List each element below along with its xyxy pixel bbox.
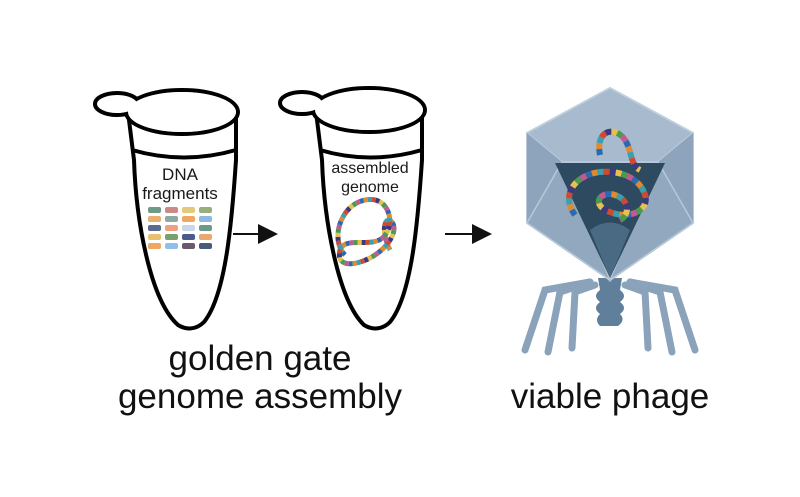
- genome-segment: [566, 128, 649, 223]
- caption-viable-phage: viable phage: [490, 378, 730, 416]
- caption-left-line1: golden gate: [168, 339, 352, 378]
- dna-fragment: [165, 234, 178, 240]
- tube-cap-band: [131, 148, 237, 160]
- tube-body: [126, 111, 238, 331]
- caption-right: viable phage: [510, 377, 710, 416]
- tube2-label-line2: genome: [341, 179, 399, 196]
- tube1-label-line2: fragments: [142, 184, 218, 203]
- dna-fragment: [148, 234, 161, 240]
- genome-segment: [566, 128, 649, 223]
- dna-fragment: [148, 216, 161, 222]
- genome-segment: [566, 128, 649, 223]
- caption-golden-gate: golden gate genome assembly: [100, 340, 420, 416]
- tube-dna-fragments: DNA fragments: [93, 88, 240, 331]
- dna-fragment: [148, 243, 161, 249]
- dna-fragment: [148, 225, 161, 231]
- dna-fragments-grid: [148, 207, 212, 249]
- phage-genome: [566, 128, 649, 223]
- dna-fragment: [182, 225, 195, 231]
- dna-fragment: [199, 207, 212, 213]
- dna-fragment: [182, 243, 195, 249]
- dna-fragment: [182, 234, 195, 240]
- dna-fragment: [199, 243, 212, 249]
- dna-fragment: [165, 243, 178, 249]
- tube-cap-band: [319, 148, 423, 160]
- phage-tail: [596, 278, 624, 326]
- assembled-genome-loop: [335, 197, 397, 267]
- dna-fragment: [199, 216, 212, 222]
- genome-segment: [566, 128, 649, 223]
- dna-fragment: [182, 216, 195, 222]
- phage-capsid-window: [555, 163, 665, 278]
- tube-body: [314, 111, 424, 331]
- dna-fragment: [182, 207, 195, 213]
- dna-fragment: [165, 225, 178, 231]
- dna-fragment: [148, 207, 161, 213]
- tube2-label-line1: assembled: [331, 160, 408, 177]
- tube1-label-line1: DNA: [162, 165, 199, 184]
- dna-fragment: [199, 234, 212, 240]
- dna-fragment: [165, 207, 178, 213]
- phage-illustration: [521, 86, 699, 356]
- dna-fragment: [199, 225, 212, 231]
- dna-fragment: [165, 216, 178, 222]
- genome-segment: [335, 197, 397, 267]
- phage-legs: [521, 278, 699, 356]
- tube-assembled-genome: assembled genome: [278, 86, 427, 331]
- caption-left-line2: genome assembly: [117, 377, 403, 416]
- genome-segment: [566, 128, 649, 223]
